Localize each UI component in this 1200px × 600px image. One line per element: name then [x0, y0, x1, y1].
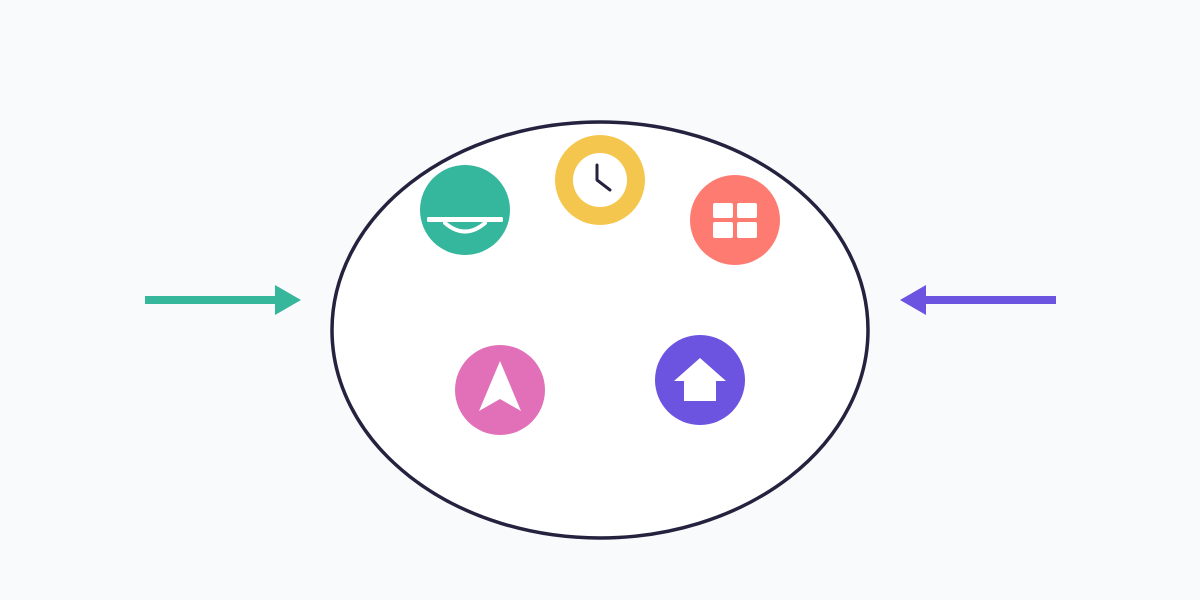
- bowl-icon-basin: [443, 221, 487, 234]
- clock-icon-hands: [595, 163, 612, 192]
- window-icon-pane-bl: [713, 222, 733, 238]
- window-icon-circle: [690, 175, 780, 265]
- bowl-icon: [420, 165, 510, 255]
- left-arrow-shaft: [145, 296, 280, 304]
- clock-icon: [555, 135, 645, 225]
- window-icon-pane-tr: [737, 203, 757, 218]
- right-arrow-shaft: [920, 296, 1056, 304]
- left-arrow: [145, 285, 301, 315]
- left-arrow-head: [275, 285, 301, 315]
- bowl-icon-rim: [427, 217, 503, 222]
- window-icon-pane-tl: [713, 203, 733, 218]
- navigation-icon: [455, 345, 545, 435]
- bowl-icon-circle: [420, 165, 510, 255]
- navigation-icon-pointer: [479, 361, 521, 411]
- right-arrow: [900, 285, 1056, 315]
- window-icon: [690, 175, 780, 265]
- right-arrow-head: [900, 285, 926, 315]
- clock-icon-face: [573, 153, 627, 207]
- home-icon: [655, 335, 745, 425]
- home-icon-house: [674, 358, 726, 401]
- window-icon-pane-br: [737, 222, 757, 238]
